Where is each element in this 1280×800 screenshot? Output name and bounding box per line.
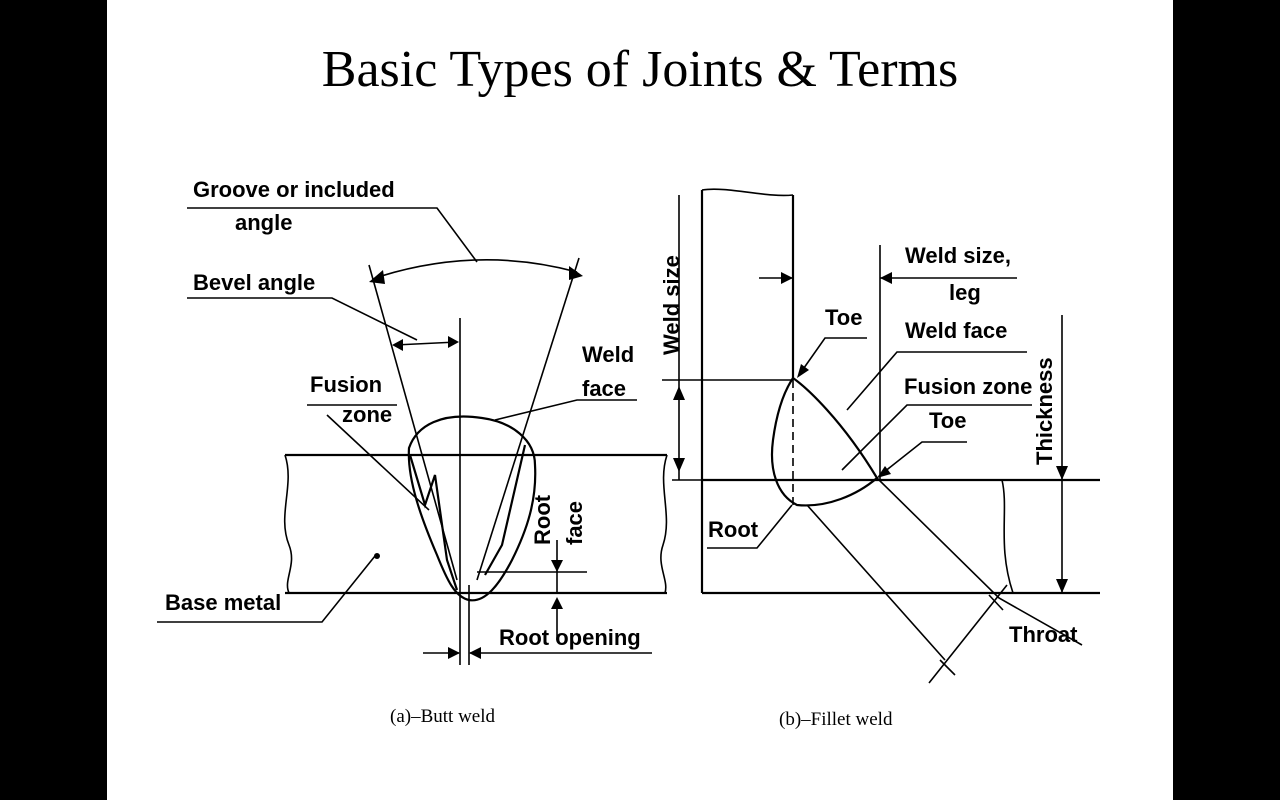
label-toe-right: Toe [929,408,966,433]
caption-butt-weld: (a)–Butt weld [390,706,496,727]
label-bevel-angle: Bevel angle [193,270,315,295]
weld-diagram: Groove or included angle Bevel angle Wel… [157,177,1100,730]
label-base-metal: Base metal [165,590,281,615]
base-plate-break [1001,479,1014,594]
label-weld-face-2: face [582,376,626,401]
bevel-angle-leader [187,297,418,341]
plate-break-right [660,454,668,594]
groove-line-left [368,264,458,581]
weld-face-leader-b [846,351,1027,411]
label-weld-face-b: Weld face [905,318,1007,343]
groove-line-right [476,257,580,581]
groove-angle-leader [187,207,478,263]
label-root: Root [708,517,759,542]
weld-face-leader [494,399,637,421]
fillet-weld-bead [771,376,879,507]
throat-ext [806,504,946,661]
fusion-line-right [484,444,527,576]
toe-right-leader [878,441,967,477]
bevel-angle-arc [394,341,458,346]
label-throat: Throat [1009,622,1078,647]
butt-weld-drawing [157,207,668,665]
plate-break-left [283,454,293,594]
label-groove-angle-1: Groove or included [193,177,395,202]
slide: Basic Types of Joints & Terms [107,0,1173,800]
label-fusion-zone-2: zone [342,402,392,427]
base-metal-leader [157,555,376,623]
label-root-face-2: face [562,501,587,545]
label-fusion-zone-b: Fusion zone [904,374,1032,399]
label-weld-face-1: Weld [582,342,634,367]
throat-dim-line [928,584,1008,684]
slide-title: Basic Types of Joints & Terms [321,41,959,98]
label-weld-size-leg-1: Weld size, [905,243,1011,268]
toe-top-leader [798,337,867,376]
fusion-line [408,454,459,591]
label-weld-size-leg-2: leg [949,280,981,305]
throat-tick-1 [939,659,956,676]
groove-angle-arc [374,259,578,279]
vertical-plate-break [701,188,794,197]
label-groove-angle-2: angle [235,210,292,235]
label-weld-size-vertical: Weld size [659,255,684,355]
throat-tick-2 [988,594,1004,611]
label-fusion-zone-1: Fusion [310,372,382,397]
label-root-face-1: Root [530,494,555,545]
fusion-zone-leader-b [841,404,1032,471]
fusion-zone-leader [326,414,430,511]
label-thickness: Thickness [1032,357,1057,465]
fillet-weld-drawing [662,188,1100,684]
throat-line [876,477,1083,646]
caption-fillet-weld: (b)–Fillet weld [779,709,893,730]
butt-weld-bead [407,415,537,602]
root-leader [707,504,793,549]
label-toe-top: Toe [825,305,862,330]
label-root-opening: Root opening [499,625,641,650]
